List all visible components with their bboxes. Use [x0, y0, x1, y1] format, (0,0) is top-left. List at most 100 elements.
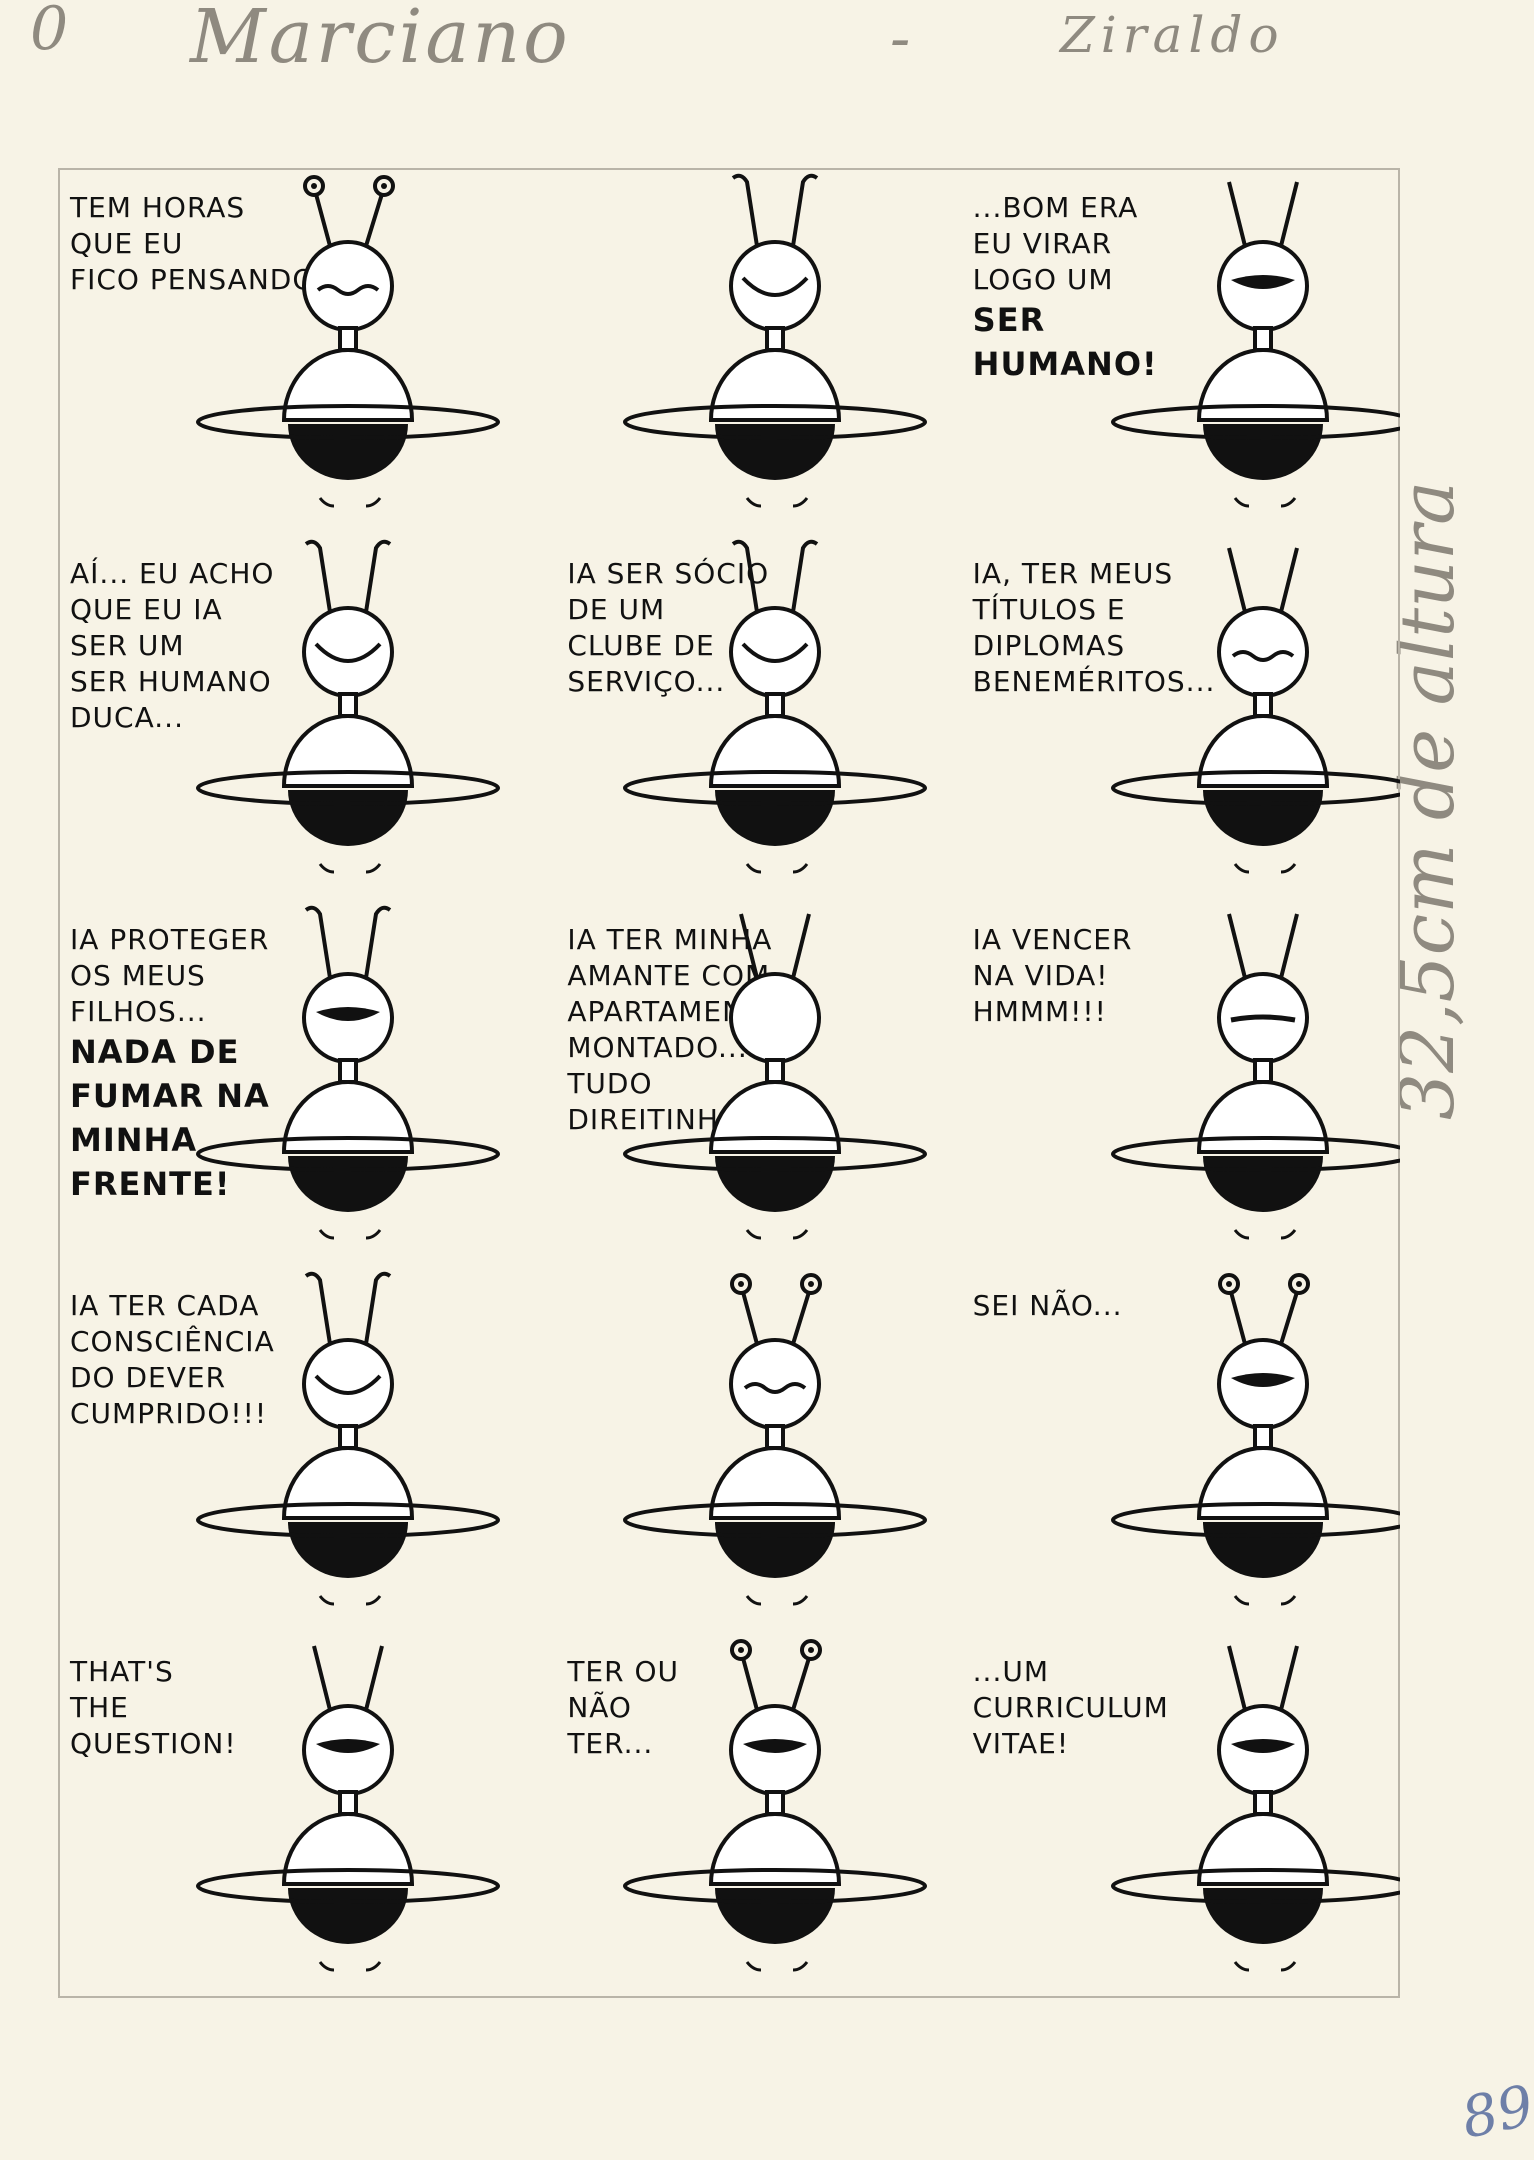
comic-panel: TER OU NÃO TER... [505, 1632, 952, 1998]
martian-figure [615, 534, 935, 900]
martian-base [715, 1156, 836, 1212]
martian-figure [615, 1632, 935, 1998]
martian-drawing [1110, 1645, 1400, 1972]
speech-line: TEM HORAS QUE EU FICO PENSANDO... [70, 191, 344, 296]
martian-neck [765, 1058, 786, 1084]
martian-drawing [196, 905, 500, 1240]
martian-base [288, 1522, 408, 1578]
martian-base [715, 790, 836, 846]
martian-dome [1196, 1812, 1329, 1886]
martian-figure [188, 1266, 505, 1632]
martian-neck [338, 1424, 358, 1450]
page-title: Marciano [190, 0, 571, 80]
drawing-border [58, 168, 1400, 1998]
saucer-ring [196, 1868, 500, 1904]
martian-figure [1103, 1266, 1400, 1632]
martian-base [715, 1888, 836, 1944]
martian-dome [1196, 1080, 1329, 1154]
martian-neck [1252, 1058, 1273, 1084]
saucer-ring [623, 770, 928, 806]
martian-drawing [196, 175, 500, 508]
comic-panel: IA VENCER NA VIDA! HMMM!!! [953, 900, 1400, 1266]
comic-panel: IA TER MINHA AMANTE COM APARTAMENTO MONT… [505, 900, 952, 1266]
speech-text: IA SER SÓCIO DE UM CLUBE DE SERVIÇO... [567, 556, 769, 700]
martian-figure [615, 168, 935, 534]
martian-dome [709, 1812, 842, 1886]
martian-base [1202, 424, 1323, 480]
speech-text: IA PROTEGER OS MEUS FILHOS...NADA DE FUM… [70, 922, 270, 1206]
martian-neck [1252, 1424, 1273, 1450]
speech-text: AÍ... EU ACHO QUE EU IA SER UM SER HUMAN… [70, 556, 274, 736]
martian-dome [1196, 1446, 1329, 1520]
saucer-ring [1110, 770, 1400, 806]
speech-text: IA TER CADA CONSCIÊNCIA DO DEVER CUMPRID… [70, 1288, 275, 1432]
martian-figure [615, 1266, 935, 1632]
speech-text: THAT'S THE QUESTION! [70, 1654, 237, 1762]
martian-neck [338, 1790, 358, 1816]
saucer-ring [1110, 1502, 1400, 1538]
speech-emphasis: SER HUMANO! [972, 301, 1158, 383]
speech-line: AÍ... EU ACHO QUE EU IA SER UM SER HUMAN… [70, 557, 275, 734]
martian-neck [1252, 692, 1273, 718]
saucer-ring [196, 770, 500, 806]
speech-line: THAT'S THE QUESTION! [70, 1655, 237, 1760]
saucer-ring [1110, 1136, 1400, 1172]
martian-neck [765, 326, 786, 352]
martian-head [1216, 606, 1309, 698]
martian-figure [188, 168, 505, 534]
martian-neck [338, 1058, 358, 1084]
martian-head [729, 972, 822, 1064]
title-separator: - [890, 4, 911, 74]
comic-panel: THAT'S THE QUESTION! [58, 1632, 505, 1998]
martian-figure [188, 534, 505, 900]
comic-panel: IA SER SÓCIO DE UM CLUBE DE SERVIÇO... [505, 534, 952, 900]
martian-base [715, 1522, 836, 1578]
martian-dome [281, 714, 415, 788]
martian-base [1202, 790, 1323, 846]
sheet-number: 0 [30, 0, 69, 64]
comic-panel [505, 168, 952, 534]
saucer-ring [623, 404, 928, 440]
comic-panel: IA TER CADA CONSCIÊNCIA DO DEVER CUMPRID… [58, 1266, 505, 1632]
martian-dome [1196, 714, 1329, 788]
saucer-ring [196, 404, 500, 440]
speech-line: IA TER CADA CONSCIÊNCIA DO DEVER CUMPRID… [70, 1289, 275, 1430]
martian-head [729, 240, 822, 332]
martian-dome [709, 1080, 842, 1154]
martian-drawing [196, 539, 500, 874]
comic-panel [505, 1266, 952, 1632]
martian-base [288, 1156, 408, 1212]
martian-neck [1252, 326, 1273, 352]
martian-head [302, 606, 394, 698]
comic-panel: IA PROTEGER OS MEUS FILHOS...NADA DE FUM… [58, 900, 505, 1266]
martian-figure [1103, 900, 1400, 1266]
comic-panel: AÍ... EU ACHO QUE EU IA SER UM SER HUMAN… [58, 534, 505, 900]
martian-drawing [1110, 181, 1400, 508]
speech-line: ...BOM ERA EU VIRAR LOGO UM [972, 191, 1139, 296]
speech-text: SEI NÃO... [973, 1288, 1123, 1324]
martian-dome [281, 1446, 415, 1520]
martian-drawing [196, 1645, 500, 1972]
comic-panel: ...UM CURRICULUM VITAE! [953, 1632, 1400, 1998]
speech-line: IA PROTEGER OS MEUS FILHOS... [70, 923, 270, 1028]
martian-neck [338, 692, 358, 718]
martian-base [715, 424, 836, 480]
martian-drawing [1110, 913, 1400, 1240]
martian-neck [338, 326, 358, 352]
martian-head [302, 240, 394, 332]
saucer-ring [623, 1868, 928, 1904]
speech-text: IA, TER MEUS TÍTULOS E DIPLOMAS BENEMÉRI… [973, 556, 1216, 700]
saucer-ring [1110, 404, 1400, 440]
saucer-ring [196, 1136, 500, 1172]
martian-figure [1103, 168, 1400, 534]
martian-figure [188, 900, 505, 1266]
speech-line: IA, TER MEUS TÍTULOS E DIPLOMAS BENEMÉRI… [972, 557, 1216, 698]
martian-base [1202, 1888, 1323, 1944]
martian-drawing [623, 539, 928, 874]
martian-dome [281, 348, 415, 422]
speech-text: TER OU NÃO TER... [567, 1654, 679, 1762]
martian-drawing [623, 1273, 928, 1606]
speech-line: ...UM CURRICULUM VITAE! [972, 1655, 1169, 1760]
martian-drawing [623, 1639, 928, 1972]
